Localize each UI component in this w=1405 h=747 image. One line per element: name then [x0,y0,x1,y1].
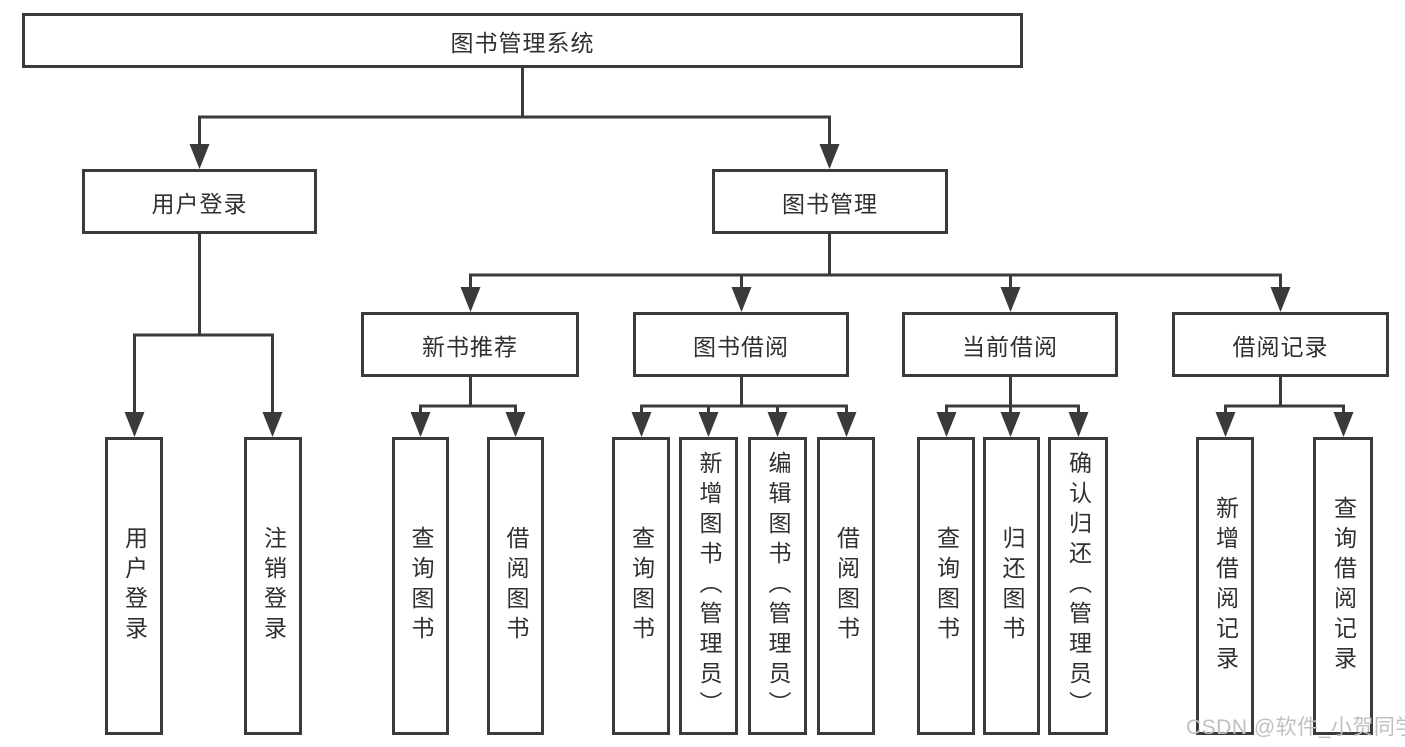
node-label: 新书推荐 [422,333,518,360]
leaf-add-borrow-record: 新增借阅记录 [1196,437,1254,735]
node-label: 查询借阅记录 [1330,496,1357,676]
node-label: 查询图书 [408,526,434,646]
node-label: 图书管理 [782,190,878,217]
arrow-down-icon [1270,287,1291,312]
node-label: 查询图书 [628,526,655,646]
node-label: 用户登录 [151,190,248,217]
connector-newbook-rail [419,404,517,434]
arrow-down-icon [1333,412,1354,437]
leaf-query-books-recommend: 查询图书 [392,437,449,735]
leaf-query-books-borrowing: 查询图书 [612,437,670,735]
connector-userlogin-rail [133,333,274,434]
node-label: 查询图书 [933,526,960,646]
node-label: 图书管理系统 [450,29,595,56]
node-label: 新增借阅记录 [1212,496,1239,676]
csdn-watermark: CSDN @软件_小贺同学 [1186,716,1405,739]
leaf-query-borrow-record: 查询借阅记录 [1313,437,1373,735]
node-label: 注销登录 [260,526,287,646]
node-label: 用户登录 [121,526,148,646]
node-label: 当前借阅 [962,333,1058,360]
arrow-down-icon [262,412,283,437]
arrow-down-icon [505,412,526,437]
node-root: 图书管理系统 [22,13,1023,68]
node-label: 编辑图书（管理员） [765,451,791,721]
leaf-logout: 注销登录 [244,437,302,735]
leaf-confirm-return-admin: 确认归还（管理员） [1048,437,1108,735]
node-label: 确认归还（管理员） [1065,451,1092,721]
arrow-down-icon [460,287,481,312]
arrow-down-icon [189,144,210,169]
arrow-down-icon [819,144,840,169]
node-label: 图书借阅 [693,333,789,360]
leaf-add-book-admin: 新增图书（管理员） [679,437,738,735]
leaf-borrow-books-recommend: 借阅图书 [487,437,544,735]
leaf-edit-book-admin: 编辑图书（管理员） [748,437,807,735]
node-label: 借阅图书 [503,526,529,646]
connector-records-rail [1224,404,1345,434]
connector-bookmgmt-rail [469,273,1282,309]
arrow-down-icon [1000,412,1021,437]
node-label: 借阅图书 [833,526,860,646]
arrow-down-icon [410,412,431,437]
arrow-down-icon [936,412,957,437]
connector-current-rail [945,404,1080,434]
node-label: 借阅记录 [1232,333,1329,360]
arrow-down-icon [1068,412,1089,437]
connector-segments [133,68,1345,434]
arrow-down-icon [124,412,145,437]
node-current-borrowing: 当前借阅 [902,312,1118,377]
arrow-down-icon [767,412,788,437]
leaf-user-login: 用户登录 [105,437,163,735]
node-book-borrowing: 图书借阅 [633,312,849,377]
leaf-return-books: 归还图书 [983,437,1040,735]
node-user-login: 用户登录 [82,169,317,234]
leaf-borrow-books: 借阅图书 [817,437,875,735]
node-borrow-records: 借阅记录 [1172,312,1389,377]
connector-root-rail [198,115,831,166]
connector-borrowing-rail [640,404,848,434]
leaf-query-books-current: 查询图书 [917,437,975,735]
arrow-down-icon [836,412,857,437]
arrow-down-icon [698,412,719,437]
node-book-management: 图书管理 [712,169,948,234]
node-label: 新增图书（管理员） [696,451,722,721]
arrow-down-icon [1215,412,1236,437]
arrow-down-icon [731,287,752,312]
arrow-down-icon [631,412,652,437]
node-label: 归还图书 [999,526,1025,646]
arrow-down-icon [1000,287,1021,312]
node-new-book-recommend: 新书推荐 [361,312,579,377]
